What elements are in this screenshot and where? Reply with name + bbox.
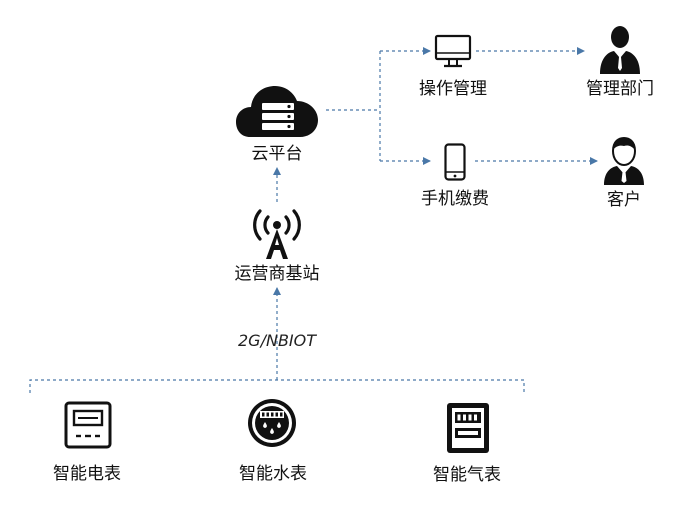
network-label: 2G/NBIOT	[238, 331, 316, 350]
desktop-monitor-icon	[434, 34, 472, 68]
gas-meter-icon	[445, 401, 491, 455]
water-meter-label: 智能水表	[239, 464, 307, 484]
electric-meter-icon	[64, 401, 112, 449]
meters-bracket	[29, 379, 525, 393]
ops-label: 操作管理	[419, 79, 487, 99]
customer-label: 客户	[607, 190, 641, 210]
gas-meter-label: 智能气表	[433, 465, 501, 485]
cloud-server-icon	[236, 83, 318, 139]
dept-label: 管理部门	[586, 79, 654, 99]
mobile-label: 手机缴费	[421, 189, 489, 209]
water-meter-icon	[246, 397, 298, 449]
cloud-platform-label: 云平台	[251, 144, 303, 164]
smartphone-icon	[444, 143, 466, 181]
tower-label: 运营商基站	[234, 264, 320, 284]
manager-person-icon	[598, 24, 642, 74]
customer-person-icon	[603, 137, 645, 185]
electric-meter-label: 智能电表	[53, 464, 121, 484]
antenna-tower-icon	[248, 207, 306, 259]
